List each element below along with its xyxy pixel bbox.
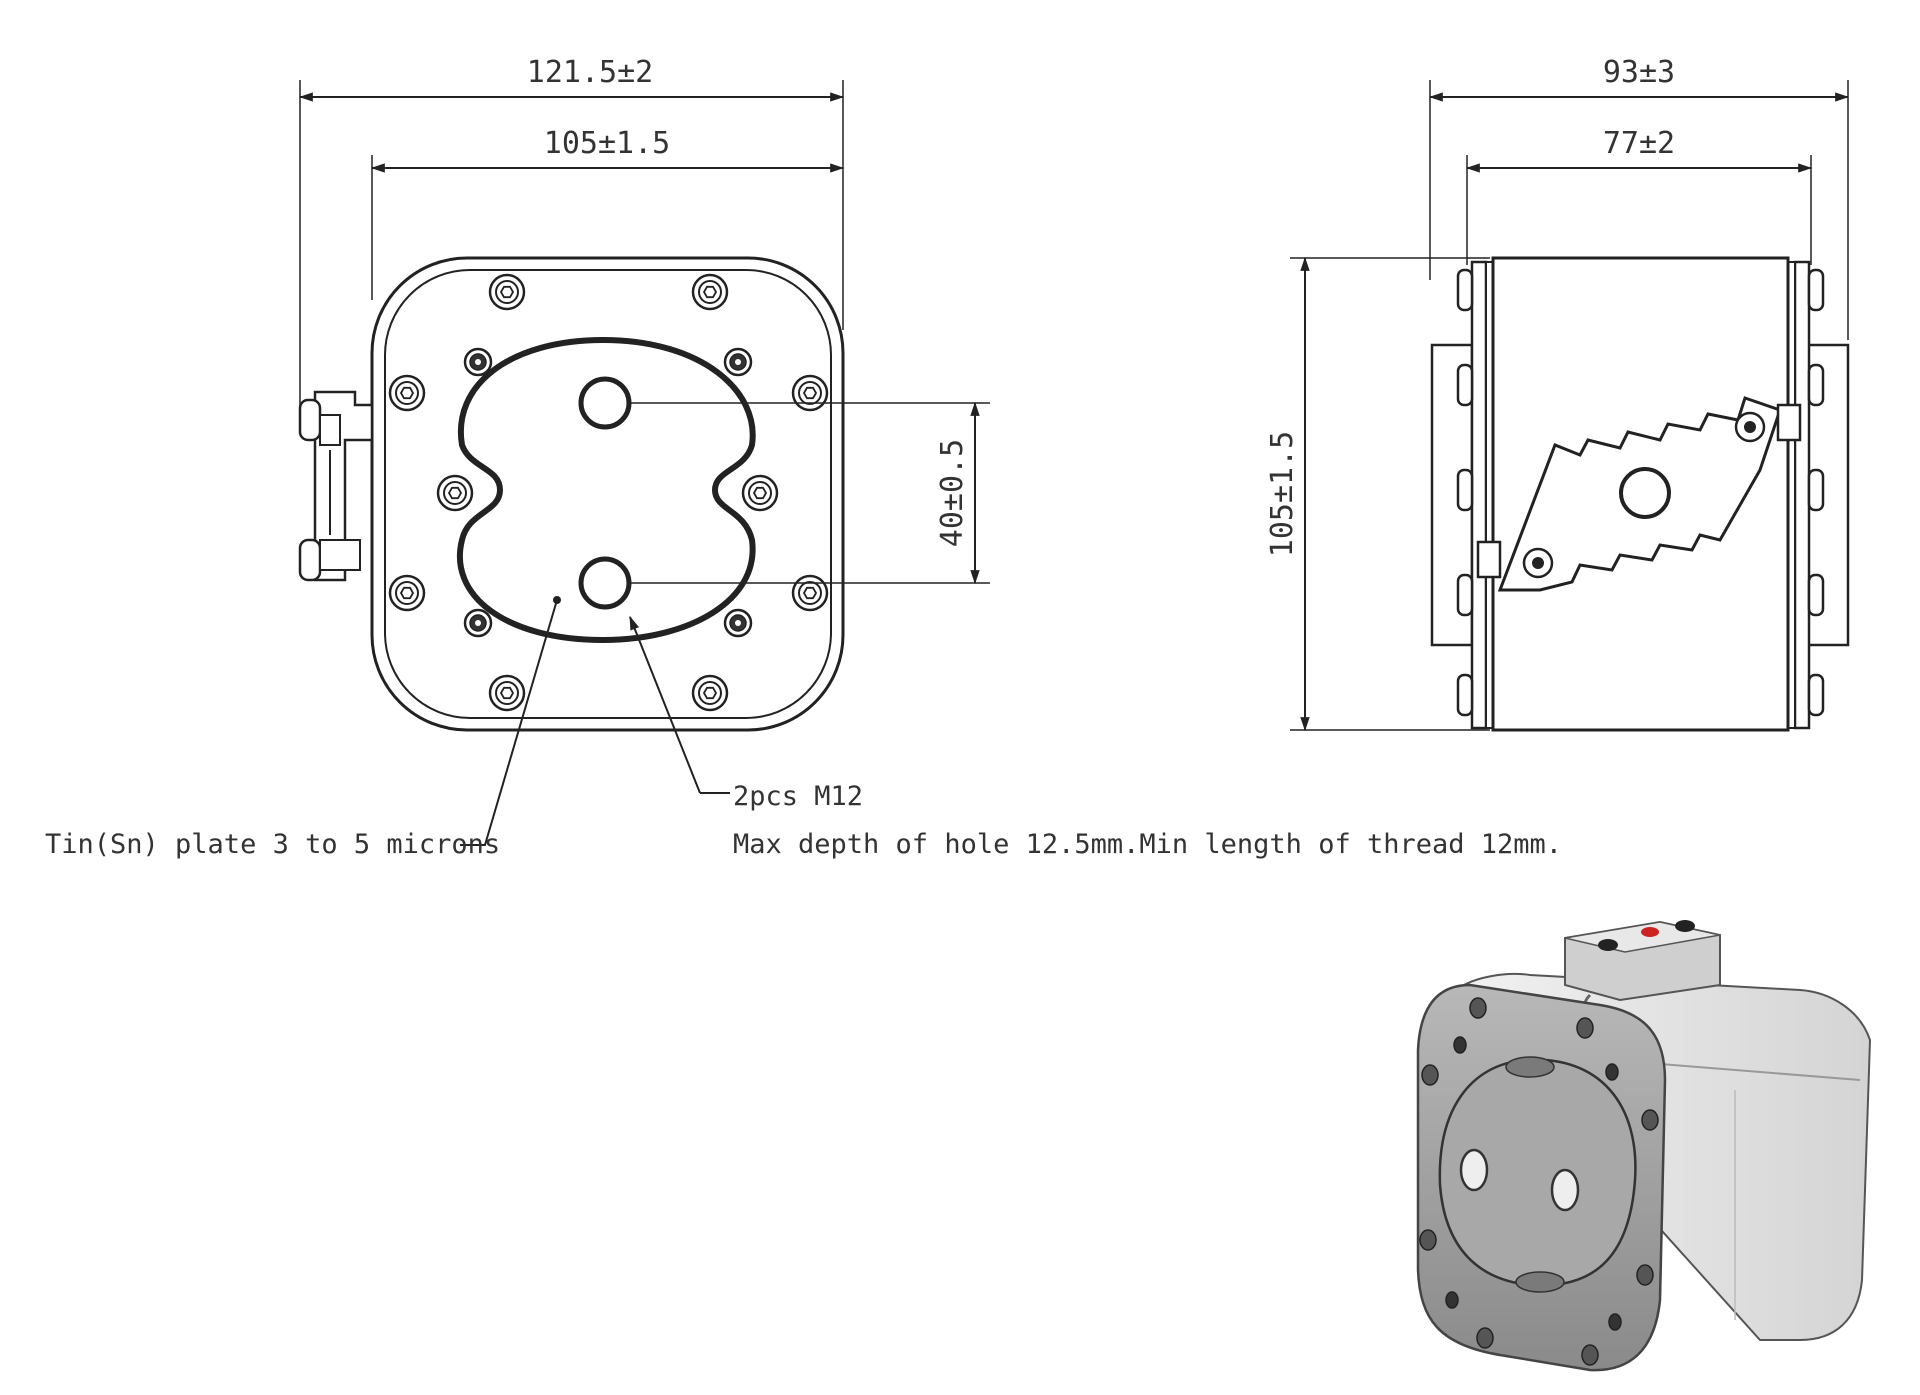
callout-thread-detail: Max depth of hole 12.5mm.Min length of t… [733, 829, 1562, 860]
isometric-render [1416, 920, 1872, 1372]
side-view: 93±3 77±2 105±1.5 [1265, 55, 1850, 732]
dim-label-hole-spacing: 40±0.5 [935, 439, 970, 547]
render-bolts [1419, 997, 1659, 1366]
m12-hole-top [578, 376, 632, 430]
dim-label-side-height: 105±1.5 [1265, 431, 1300, 557]
dim-label-body-width: 105±1.5 [544, 126, 670, 161]
leader-plating [460, 599, 558, 846]
dim-label-side-body: 77±2 [1603, 126, 1675, 161]
fuse-indicator [1564, 920, 1721, 1017]
callout-plating: Tin(Sn) plate 3 to 5 microns [45, 829, 500, 860]
dim-label-side-overall: 93±3 [1603, 55, 1675, 90]
m12-hole-bottom [578, 556, 632, 610]
leader-m12 [629, 615, 701, 794]
contact-plate [457, 336, 756, 644]
rating-plate [1476, 396, 1802, 592]
dim-label-overall-width: 121.5±2 [527, 55, 653, 90]
front-view: 121.5±2 105±1.5 [298, 55, 990, 846]
side-bolt-heads [1456, 268, 1825, 717]
callout-thread-title: 2pcs M12 [733, 781, 863, 812]
indicator-clip [298, 390, 374, 582]
